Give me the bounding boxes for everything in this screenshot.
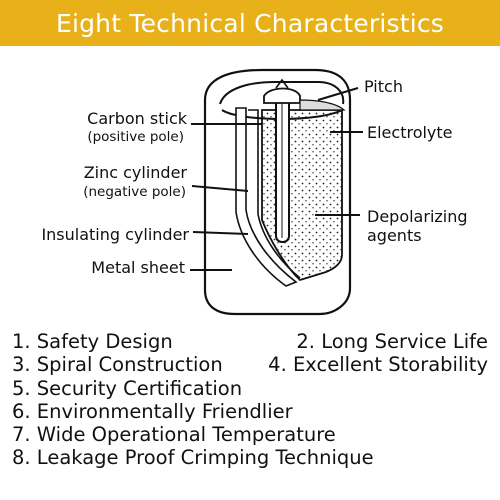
label-pitch: Pitch [364, 77, 403, 96]
cutaway-interior [235, 78, 346, 287]
feature-list: 1. Safety Design 2. Long Service Life 3.… [0, 330, 500, 500]
label-carbon-stick: Carbon stick [87, 109, 188, 128]
title-banner: Eight Technical Characteristics [0, 0, 500, 46]
label-zinc-cylinder: Zinc cylinder [84, 163, 188, 182]
label-electrolyte: Electrolyte [367, 123, 453, 142]
label-depolarizing: Depolarizing [367, 207, 468, 226]
feature-item-5: 5. Security Certification [12, 376, 243, 400]
feature-item-2: 2. Long Service Life [296, 330, 488, 353]
leader-lines [190, 87, 363, 271]
page-title: Eight Technical Characteristics [55, 8, 445, 38]
feature-item-1: 1. Safety Design [12, 330, 173, 353]
label-carbon-stick-sub: (positive pole) [87, 129, 184, 145]
label-metal-sheet: Metal sheet [91, 258, 185, 277]
feature-item-7: 7. Wide Operational Temperature [12, 423, 336, 447]
feature-item-6: 6. Environmentally Friendlier [12, 399, 293, 423]
feature-item-3: 3. Spiral Construction [12, 353, 223, 377]
label-insulating-cylinder: Insulating cylinder [41, 225, 189, 244]
battery-cutaway-diagram: Pitch Carbon stick (positive pole) Zinc … [41, 68, 468, 316]
feature-item-4: 4. Excellent Storability [268, 353, 488, 377]
label-zinc-cylinder-sub: (negative pole) [83, 184, 186, 200]
label-depolarizing-agents: agents [367, 226, 422, 245]
feature-item-8: 8. Leakage Proof Crimping Technique [12, 446, 374, 470]
